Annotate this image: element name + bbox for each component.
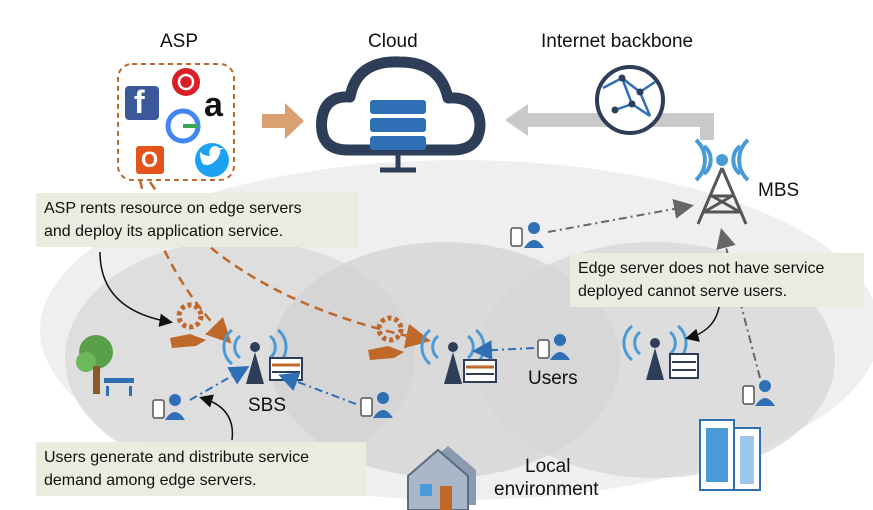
- facebook-icon: [125, 86, 159, 120]
- internet-backbone-icon: [595, 65, 665, 135]
- twitter-icon: [195, 143, 229, 177]
- sbs-station-2: [420, 328, 497, 384]
- mbs-label: MBS: [758, 180, 800, 201]
- user-icon-5: [742, 380, 775, 406]
- users-demand-note-line1: Users generate and distribute service: [44, 449, 310, 466]
- sbs-station-3: [622, 324, 699, 380]
- asp-label: ASP: [160, 31, 199, 52]
- rent-resource-icon-1: [170, 302, 206, 348]
- amazon-logo-text: a: [204, 86, 223, 124]
- user-icon-2: [537, 334, 570, 360]
- office-icon: [136, 146, 164, 174]
- adobe-cloud-icon: [172, 68, 200, 96]
- asp-rent-note-line2: and deploy its application service.: [44, 223, 284, 240]
- cloud-icon: [316, 56, 486, 173]
- rent-resource-icon-2: [368, 315, 404, 360]
- users-label: Users: [528, 368, 578, 389]
- asp-rent-note-line1: ASP rents resource on edge servers: [44, 200, 302, 217]
- sbs-label: SBS: [248, 395, 287, 416]
- user-icon-1: [510, 222, 544, 248]
- local-environment-label-line2: environment: [494, 479, 599, 500]
- no-service-note: Edge server does not have service deploy…: [570, 253, 864, 307]
- user-demand-arrows: [189, 340, 535, 405]
- asp-to-cloud-arrow: [262, 103, 304, 139]
- facebook-logo-text: f: [134, 84, 145, 120]
- mbs-tower-icon: [694, 138, 750, 225]
- asp-rent-note: ASP rents resource on edge servers and d…: [36, 193, 358, 247]
- no-service-note-line2: deployed cannot serve users.: [578, 283, 788, 300]
- houses-icon: [407, 446, 476, 510]
- local-environment-label-line1: Local: [525, 456, 571, 477]
- asp-box: [117, 63, 235, 181]
- user-icon-3: [152, 394, 185, 420]
- cloud-label: Cloud: [368, 31, 418, 52]
- building-icon: [699, 419, 761, 491]
- google-icon: [165, 108, 201, 144]
- tree-icon: [76, 335, 134, 396]
- no-service-note-line1: Edge server does not have service: [578, 260, 825, 277]
- user-icon-4: [360, 392, 393, 418]
- internet-backbone-label: Internet backbone: [541, 31, 694, 52]
- office-logo-text: O: [141, 147, 159, 172]
- users-demand-note-line2: demand among edge servers.: [44, 472, 257, 489]
- users-demand-note: Users generate and distribute service de…: [36, 442, 366, 496]
